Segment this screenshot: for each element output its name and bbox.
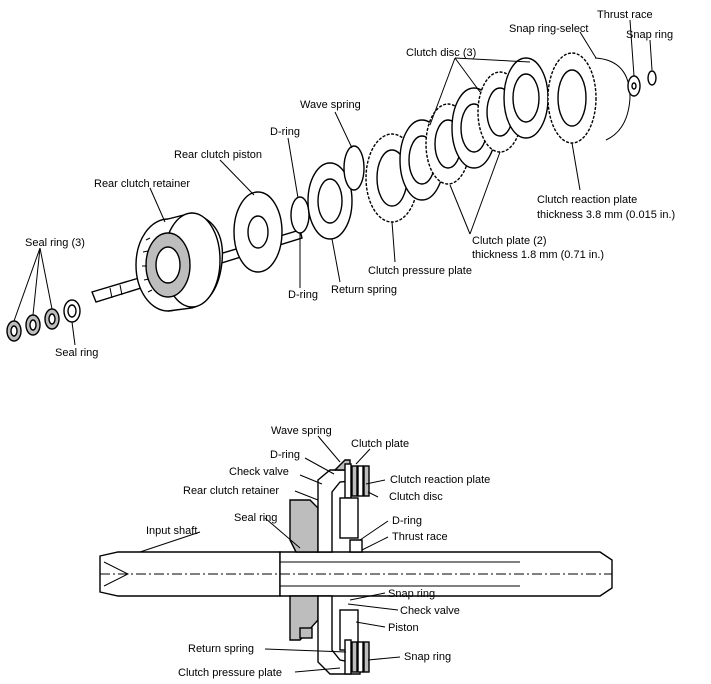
label-return-spring: Return spring — [331, 284, 397, 296]
label-sec-thrust-race: Thrust race — [392, 531, 448, 543]
section-retainer-lower — [289, 595, 370, 675]
snap-ring-select — [594, 57, 631, 141]
label-clutch-reaction-plate: Clutch reaction plate — [537, 194, 637, 206]
rear-clutch-retainer — [135, 212, 224, 312]
wave-spring — [343, 145, 365, 191]
snap-ring — [647, 70, 657, 86]
label-sec-rear-clutch-retainer: Rear clutch retainer — [183, 485, 279, 497]
clutch-pack — [399, 57, 549, 201]
label-clutch-disc: Clutch disc (3) — [406, 47, 476, 59]
label-wave-spring: Wave spring — [300, 99, 361, 111]
seal-rings — [6, 299, 81, 342]
label-thrust-race: Thrust race — [597, 9, 653, 21]
label-clutch-plate-thickness: thickness 1.8 mm (0.71 in.) — [472, 249, 604, 261]
label-reaction-plate-thickness: thickness 3.8 mm (0.015 in.) — [537, 209, 675, 221]
section-retainer-upper — [289, 459, 370, 553]
d-ring — [290, 196, 310, 234]
rear-clutch-piston — [233, 191, 283, 273]
label-sec-return-spring: Return spring — [188, 643, 254, 655]
label-seal-ring: Seal ring — [55, 347, 98, 359]
label-snap-ring: Snap ring — [626, 29, 673, 41]
label-sec-clutch-pressure-plate: Clutch pressure plate — [178, 667, 282, 679]
label-seal-ring-3: Seal ring (3) — [25, 237, 85, 249]
label-sec-piston: Piston — [388, 622, 419, 634]
label-sec-seal-ring: Seal ring — [234, 512, 277, 524]
thrust-race — [627, 75, 641, 97]
label-sec-snap-ring: Snap ring — [388, 588, 435, 600]
exploded-view: Thrust race Snap ring-select Snap ring C… — [6, 9, 675, 359]
label-rear-clutch-retainer: Rear clutch retainer — [94, 178, 190, 190]
section-view: Wave spring Clutch plate D-ring Check va… — [99, 425, 613, 679]
label-snap-ring-select: Snap ring-select — [509, 23, 589, 35]
return-spring — [307, 162, 353, 240]
label-sec-clutch-reaction-plate: Clutch reaction plate — [390, 474, 490, 486]
label-d-ring-bottom: D-ring — [288, 289, 318, 301]
label-sec-check-valve-top: Check valve — [229, 466, 289, 478]
label-rear-clutch-piston: Rear clutch piston — [174, 149, 262, 161]
section-input-shaft — [99, 551, 613, 597]
shaft-splines — [109, 284, 123, 299]
label-sec-d-ring-top: D-ring — [270, 449, 300, 461]
section-leaders — [139, 435, 401, 673]
clutch-reaction-plate — [547, 52, 597, 144]
exploded-leaders — [13, 19, 653, 346]
label-sec-clutch-disc: Clutch disc — [389, 491, 443, 503]
label-sec-check-valve-bottom: Check valve — [400, 605, 460, 617]
label-sec-wave-spring: Wave spring — [271, 425, 332, 437]
label-sec-snap-ring-bottom: Snap ring — [404, 651, 451, 663]
label-sec-input-shaft: Input shaft — [146, 525, 197, 537]
label-d-ring-top: D-ring — [270, 126, 300, 138]
label-clutch-plate: Clutch plate (2) — [472, 235, 547, 247]
label-clutch-pressure-plate: Clutch pressure plate — [368, 265, 472, 277]
label-sec-clutch-plate: Clutch plate — [351, 438, 409, 450]
label-sec-d-ring-right: D-ring — [392, 515, 422, 527]
